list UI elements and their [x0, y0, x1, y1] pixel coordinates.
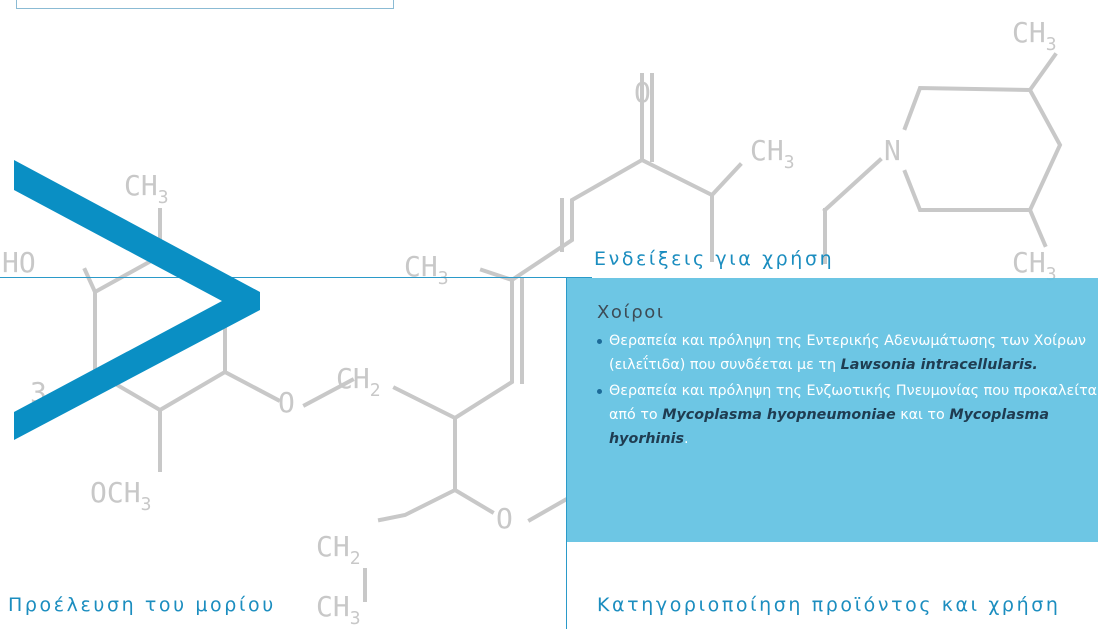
section-heading-category: Κατηγοριοποίηση προϊόντος και χρήση — [597, 594, 1061, 616]
atom-label: CH3 — [1012, 16, 1057, 55]
molecule-bond — [302, 377, 355, 408]
section-heading-indications: Ενδείξεις για χρήση — [594, 248, 835, 270]
molecule-bond — [1027, 52, 1058, 93]
molecule-bond — [392, 385, 457, 492]
atom-label: CH3 — [750, 134, 795, 173]
section-heading-origin: Προέλευση του μορίου — [8, 594, 276, 616]
pathogen-name: Lawsonia intracellularis. — [840, 357, 1038, 373]
list-item-text: Θεραπεία και πρόληψη της Ενζωοτικής Πνευ… — [609, 383, 1098, 423]
molecule-bond — [1027, 207, 1048, 248]
molecule-bond — [377, 487, 458, 523]
indications-panel: Χοίροι Θεραπεία και πρόληψη της Εντερική… — [567, 278, 1098, 542]
list-item-text: . — [684, 431, 689, 447]
indications-list: Θεραπεία και πρόληψη της Εντερικής Αδενω… — [597, 329, 1098, 451]
atom-label: CH3 — [1012, 246, 1057, 285]
molecule-bond — [479, 267, 515, 283]
molecule-bond — [222, 369, 281, 403]
horizontal-divider — [0, 277, 592, 278]
chevron-right-icon — [14, 160, 260, 440]
molecule-bond — [639, 157, 743, 198]
atom-label: O — [496, 502, 513, 535]
molecule-bond — [822, 157, 883, 213]
pathogen-name: Mycoplasma hyorhinis — [609, 407, 1050, 447]
atom-label: HO — [2, 246, 36, 279]
atom-label: OCH3 — [90, 476, 151, 515]
atom-label: CH3 — [316, 590, 361, 629]
atom-label: O — [634, 76, 651, 109]
panel-title-species: Χοίροι — [597, 302, 665, 323]
molecule-bond — [527, 497, 568, 523]
atom-label: CH3 — [124, 169, 169, 208]
list-item: Θεραπεία και πρόληψη της Ενζωοτικής Πνευ… — [597, 379, 1098, 451]
atom-label: N — [884, 134, 901, 167]
atom-label: O — [278, 386, 295, 419]
list-item: Θεραπεία και πρόληψη της Εντερικής Αδενω… — [597, 329, 1098, 377]
pathogen-name: Mycoplasma hyopneumoniae — [662, 407, 896, 423]
list-item-text: και το — [895, 407, 950, 423]
top-frame-fragment — [16, 0, 394, 9]
atom-label: CH3 — [404, 250, 449, 289]
vertical-divider — [566, 278, 567, 629]
molecule-bond — [452, 487, 495, 515]
list-item-text: Θεραπεία και πρόληψη της Εντερικής Αδενω… — [609, 333, 1087, 373]
atom-label: CH2 — [316, 530, 361, 569]
atom-label: CH2 — [336, 362, 381, 401]
molecule-bond — [902, 85, 1063, 212]
